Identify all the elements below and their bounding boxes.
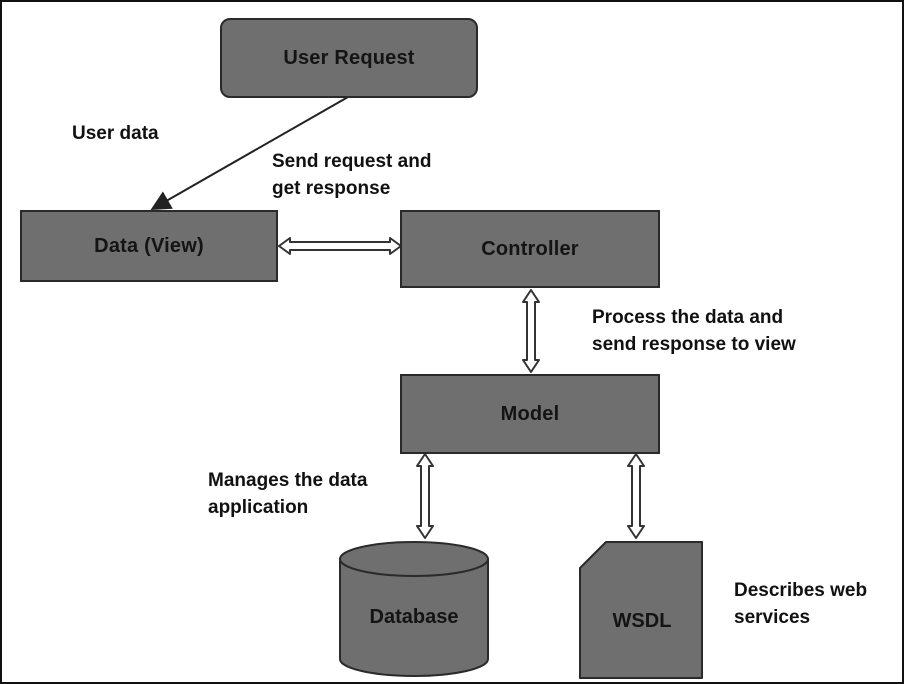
view-controller-arrow xyxy=(278,237,402,255)
send-request-line-2: get response xyxy=(272,178,391,199)
controller-node: Controller xyxy=(400,210,660,288)
model-label: Model xyxy=(500,402,560,425)
manages-data-line-2: application xyxy=(208,497,309,518)
user-request-node: User Request xyxy=(220,18,478,98)
model-database-arrow xyxy=(416,453,434,539)
describes-web-line-1: Describes web xyxy=(734,580,868,601)
send-request-line-1: Send request and xyxy=(272,151,432,172)
database-label: Database xyxy=(369,606,459,628)
process-data-line-1: Process the data and xyxy=(592,307,784,328)
data-view-label: Data (View) xyxy=(94,234,204,257)
controller-model-arrow xyxy=(522,289,540,373)
database-cylinder xyxy=(339,541,489,677)
process-data-line-2: send response to view xyxy=(592,334,796,355)
wsdl-label: WSDL xyxy=(612,610,672,632)
model-wsdl-arrow xyxy=(627,453,645,539)
user-request-label: User Request xyxy=(283,46,415,69)
controller-label: Controller xyxy=(481,237,579,260)
wsdl-document-shape xyxy=(579,541,703,679)
data-view-node: Data (View) xyxy=(20,210,278,282)
user-data-arrow xyxy=(150,96,349,210)
manages-data-line-1: Manages the data xyxy=(208,470,368,491)
manages-data-annotation: Manages the data application xyxy=(208,467,367,521)
process-data-annotation: Process the data and send response to vi… xyxy=(592,304,796,358)
model-node: Model xyxy=(400,374,660,454)
send-request-annotation: Send request and get response xyxy=(272,148,431,202)
describes-web-line-2: services xyxy=(734,607,811,628)
describes-web-annotation: Describes web services xyxy=(734,577,867,631)
user-data-annotation: User data xyxy=(72,123,159,144)
